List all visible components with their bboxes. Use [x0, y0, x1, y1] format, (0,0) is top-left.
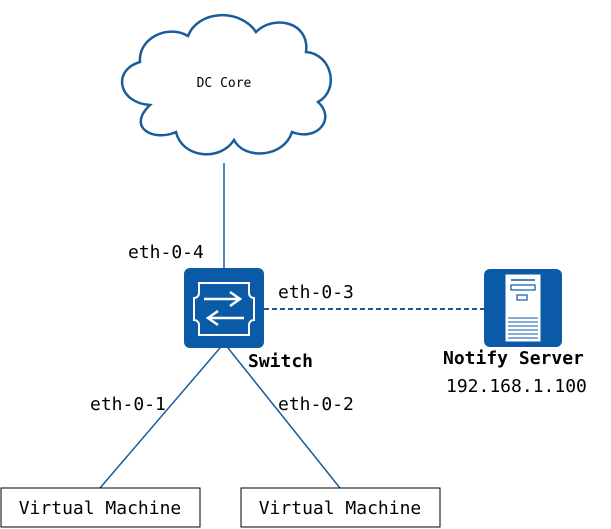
- port-label-vm2: eth-0-2: [278, 394, 354, 415]
- switch-icon: [184, 268, 264, 348]
- cloud-icon: [120, 14, 333, 156]
- vm-2-box: [240, 487, 441, 528]
- vm-2: Virtual Machine: [240, 487, 441, 528]
- switch-device: Switch: [184, 268, 313, 372]
- cloud-label: DC Core: [197, 76, 252, 91]
- link-switch-vm2: [227, 347, 341, 489]
- vm-2-label: Virtual Machine: [259, 498, 422, 519]
- port-label-vm1: eth-0-1: [90, 394, 166, 415]
- vm-1-label: Virtual Machine: [19, 498, 182, 519]
- dc-core-cloud: DC Core: [120, 14, 333, 156]
- vm-1-box: [0, 487, 201, 528]
- vm-1: Virtual Machine: [0, 487, 201, 528]
- link-switch-vm1: [99, 347, 221, 489]
- switch-label: Switch: [248, 351, 313, 372]
- port-label-core: eth-0-4: [128, 242, 204, 263]
- server-ip: 192.168.1.100: [446, 376, 587, 397]
- server-label: Notify Server: [443, 348, 584, 369]
- server-icon: [484, 269, 562, 347]
- notify-server-device: Notify Server 192.168.1.100: [443, 269, 587, 397]
- port-label-server: eth-0-3: [278, 282, 354, 303]
